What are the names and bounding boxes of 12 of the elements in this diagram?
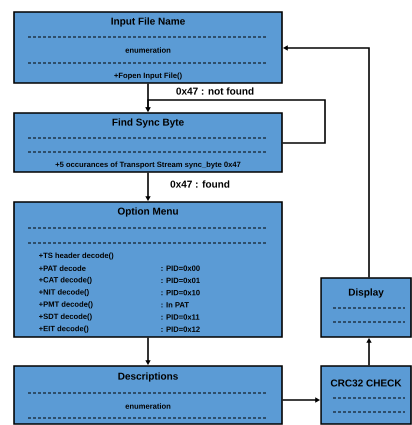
class-box	[320, 365, 412, 425]
class-box	[13, 201, 283, 338]
box-title: Display	[348, 288, 384, 298]
box-title: CRC32 CHECK	[330, 379, 402, 387]
box-title: Descriptions	[118, 372, 178, 382]
class-box	[320, 277, 412, 338]
box-title: Find Sync Byte	[112, 118, 184, 128]
class-box	[13, 365, 283, 425]
class-box	[13, 112, 283, 173]
box-title: Input File Name	[111, 17, 185, 27]
class-box	[13, 11, 283, 84]
box-title: Option Menu	[118, 207, 178, 217]
